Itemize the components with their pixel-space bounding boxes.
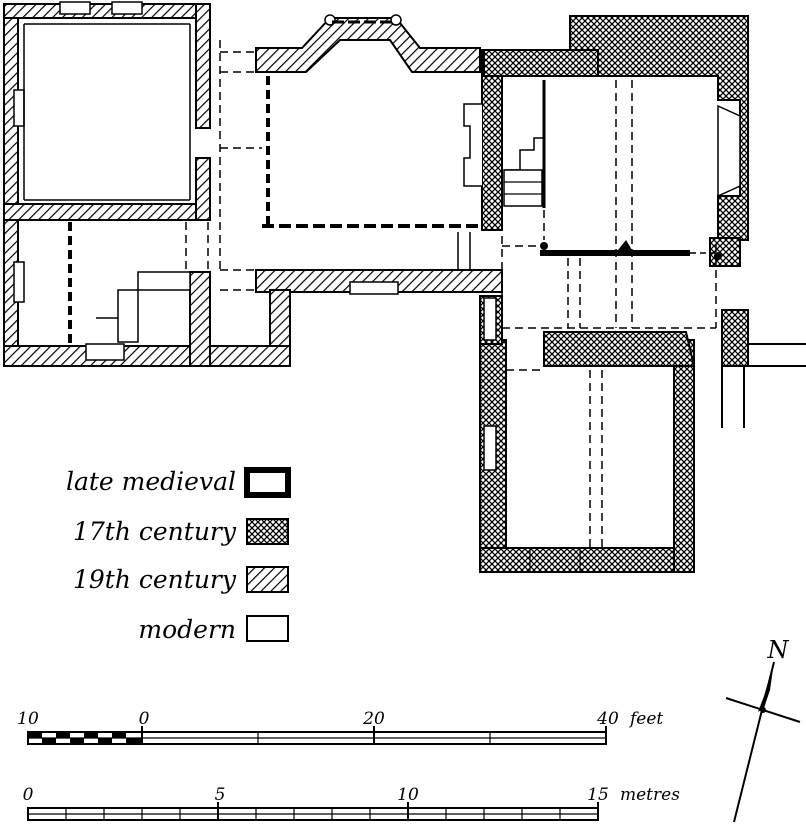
legend-label-17th-century: 17th century [73,517,237,546]
scale-metres-tick-2: 5 [215,785,226,805]
late-medieval-wall [540,240,722,260]
legend-swatch-modern [246,615,289,642]
central-bay-room [219,14,503,270]
scale-metres-tick-4: 15 [587,785,609,805]
legend-label-19th-century: 19th century [73,565,237,594]
north-label: N [767,636,790,664]
scale-bar-metres: 0 5 10 15 metres [23,785,680,821]
scale-feet-tick-1: 10 [17,709,39,729]
legend-swatch-17th-century [246,518,289,545]
scale-feet-unit: feet [628,709,663,729]
east-block-17th-century [483,15,749,329]
west-wing-19th-century [3,1,211,367]
scale-metres-tick-3: 10 [397,785,419,805]
legend: late medieval 17th century 19th century … [66,467,291,644]
scale-feet-tick-4: 40 [596,709,619,729]
legend-swatch-late-medieval [244,467,291,498]
south-block-17th-century [479,295,806,573]
corridor-19th-century [209,232,503,367]
legend-swatch-19th-century [246,566,289,593]
scale-metres-tick-1: 0 [23,785,34,805]
legend-label-late-medieval: late medieval [66,467,236,496]
scale-feet-tick-2: 0 [139,709,150,729]
scale-bar-feet: 10 0 20 40 feet [17,709,663,745]
scale-feet-tick-3: 20 [362,709,385,729]
scale-metres-unit: metres [620,785,680,805]
legend-label-modern: modern [138,615,236,644]
north-arrow: N [725,636,801,823]
